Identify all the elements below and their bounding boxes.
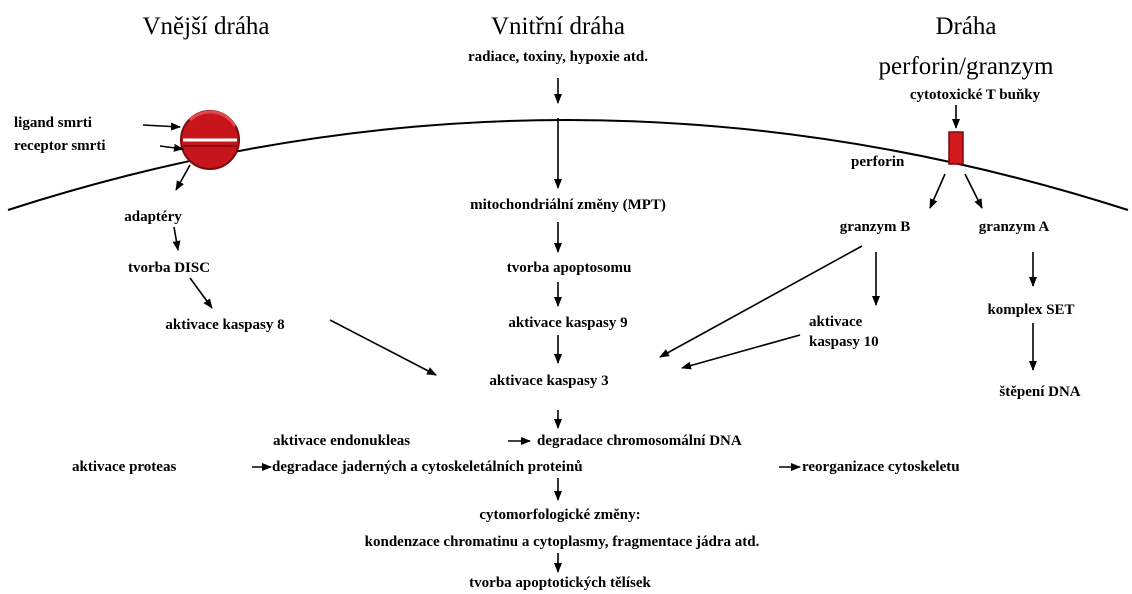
arrow-adapters-to-disc — [172, 226, 181, 251]
title-intrinsic: Vnitřní dráha — [491, 13, 625, 40]
label-morphology-title: cytomorfologické změny: — [479, 507, 641, 523]
label-adapters: adaptéry — [124, 209, 182, 225]
arrow-granzymeB-to-caspase3 — [659, 245, 863, 358]
label-perforin: perforin — [851, 154, 905, 170]
label-morphology-detail: kondenzace chromatinu a cytoplasmy, frag… — [364, 534, 760, 550]
label-set-complex: komplex SET — [987, 302, 1075, 318]
label-mpt: mitochondriální změny (MPT) — [470, 197, 666, 213]
label-granzyme-a: granzym A — [978, 219, 1050, 235]
label-tcells: cytotoxické T buňky — [909, 87, 1041, 103]
arrow-caspase8-to-caspase3 — [329, 319, 437, 376]
label-ligand: ligand smrti — [14, 115, 92, 131]
arrow-receptor-to-adapters — [175, 164, 191, 191]
death-receptor-icon — [180, 110, 240, 170]
label-apoptotic-bodies: tvorba apoptotických tělísek — [469, 575, 651, 591]
label-apoptosome: tvorba apoptosomu — [506, 260, 632, 276]
arrow-disc-to-caspase8 — [189, 277, 213, 309]
arrow-perforin-to-granzymeB — [929, 173, 946, 209]
arrow-perforin-to-granzymeA — [964, 173, 983, 209]
label-receptor: receptor smrti — [14, 138, 106, 154]
label-protease: aktivace proteas — [72, 459, 177, 475]
label-protein-degradation: degradace jaderných a cytoskeletálních p… — [272, 459, 583, 475]
label-endonuclease: aktivace endonukleas — [273, 433, 411, 449]
label-dna-cleavage: štěpení DNA — [999, 384, 1081, 400]
title-perforin-line2: perforin/granzym — [878, 53, 1054, 80]
label-granzyme-b: granzym B — [839, 219, 911, 235]
label-caspase10-line1: aktivace — [809, 314, 863, 330]
title-perforin-line1: Dráha — [935, 13, 997, 40]
label-caspase8: aktivace kaspasy 8 — [165, 317, 285, 333]
label-chromosomal-degradation: degradace chromosomální DNA — [537, 433, 742, 449]
label-cytoskeleton-reorganization: reorganizace cytoskeletu — [802, 459, 960, 475]
title-extrinsic: Vnější dráha — [142, 13, 270, 40]
label-caspase10-line2: kaspasy 10 — [809, 334, 879, 350]
arrow-caspase10-to-caspase3 — [681, 334, 801, 370]
perforin-pore-icon — [948, 131, 964, 165]
label-disc: tvorba DISC — [127, 260, 211, 276]
label-caspase9: aktivace kaspasy 9 — [508, 315, 628, 331]
label-triggers: radiace, toxiny, hypoxie atd. — [467, 49, 649, 65]
label-caspase3: aktivace kaspasy 3 — [489, 373, 609, 389]
arrow-receptor-pointer — [159, 143, 184, 152]
arrow-ligand-to-receptor — [142, 122, 181, 131]
